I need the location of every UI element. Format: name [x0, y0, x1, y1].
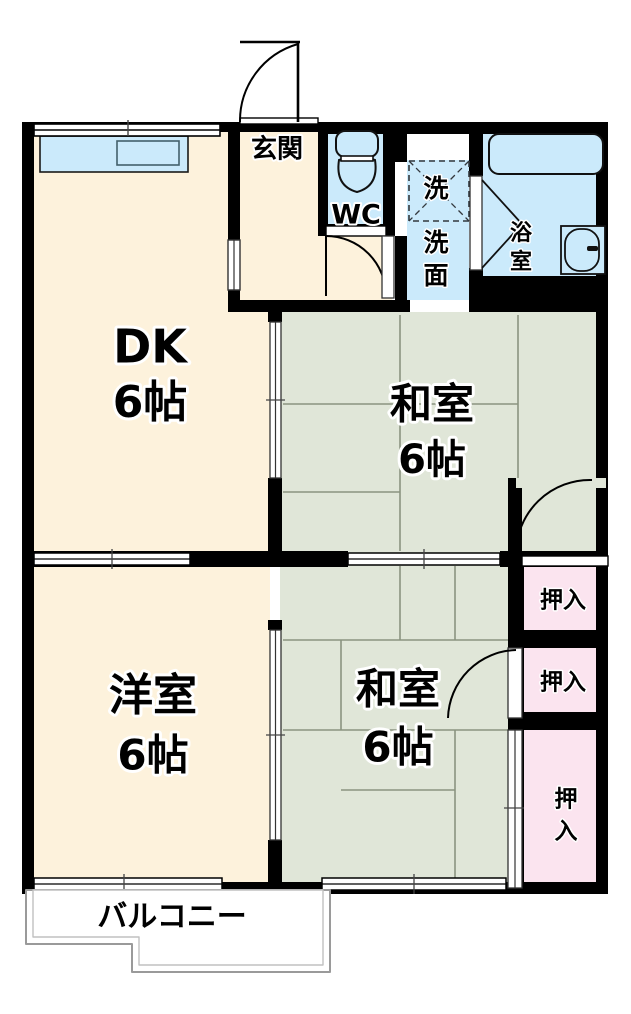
wall-youshitsu-washitsu-top [268, 620, 282, 630]
washitsu-inter-sliding-door[interactable] [347, 549, 501, 569]
bathroom-door[interactable] [469, 175, 524, 271]
youshitsu-washitsu-sliding-door[interactable] [266, 629, 285, 841]
openings [33, 40, 609, 894]
washitsu-balcony-window[interactable] [321, 874, 507, 894]
area-label-yokushitsu-2: 室 [510, 249, 532, 275]
dk-youshitsu-sliding-door[interactable] [33, 549, 191, 569]
closet-label-2: 押入 [540, 670, 586, 696]
wall-wc-right [383, 122, 395, 234]
closet-door-lower[interactable] [504, 729, 524, 889]
area-label-genkan: 玄関 [251, 134, 303, 165]
balcony [25, 889, 331, 973]
wall-outer-right [596, 122, 608, 894]
closet-fills [524, 566, 608, 888]
room-size-washitsu-upper: 6帖 [398, 437, 466, 483]
closet-label-3a: 押 [555, 787, 578, 813]
wall-outer-left [22, 122, 34, 894]
entrance-door[interactable] [238, 40, 319, 125]
wall-closet-div-1 [508, 630, 608, 648]
room-label-youshitsu: 洋室 [109, 670, 197, 721]
wall-genkan-dk-upper [228, 122, 240, 242]
oshiire-1-fill [524, 566, 608, 634]
wall-dk-washitsu-top [268, 312, 282, 322]
wall-hallway-bottom [228, 300, 410, 312]
bathtub-icon [488, 133, 604, 175]
room-size-washitsu-lower: 6帖 [362, 723, 433, 772]
oshiire-3-fill [524, 730, 608, 888]
wall-wc-left [318, 122, 328, 234]
room-size-youshitsu: 6帖 [117, 731, 188, 780]
area-label-wc: WC [331, 200, 381, 231]
area-label-balcony: バルコニー [97, 900, 246, 935]
wall-senmen-right-top [469, 132, 483, 176]
wall-closet-div-2 [508, 712, 608, 730]
room-label-dk: DK [113, 320, 189, 374]
dk-washitsu-sliding-door[interactable] [266, 321, 285, 479]
dk-window[interactable] [33, 120, 221, 137]
dk-hallway-door[interactable] [227, 239, 241, 291]
fixture-details [335, 130, 606, 275]
area-label-washer: 洗 [423, 174, 448, 203]
closet-label-3b: 入 [555, 819, 578, 845]
wall-senmen-left-top [395, 132, 407, 162]
toilet-icon [335, 130, 379, 194]
text-labels: DK 6帖 和室 6帖 洋室 6帖 和室 6帖 玄関 WC 洗 洗 面 浴 室 … [95, 132, 587, 937]
wall-dk-washitsu-mid [268, 478, 282, 554]
wc-door[interactable] [325, 225, 395, 299]
room-size-dk: 6帖 [113, 377, 188, 428]
closet-door-middle[interactable] [447, 647, 523, 719]
washing-machine-space [408, 160, 470, 222]
oshiire-2-fill [524, 648, 608, 716]
bathroom-sink-icon [560, 225, 606, 275]
room-label-washitsu-lower: 和室 [356, 665, 440, 714]
closet-door-upper[interactable] [515, 478, 609, 567]
youshitsu-balcony-window[interactable] [33, 874, 223, 894]
wall-senmen-left-bottom [395, 236, 407, 312]
wall-bath-bottom [469, 276, 608, 312]
floor-hallway [234, 236, 392, 300]
room-label-washitsu-upper: 和室 [390, 380, 474, 429]
wall-mid-horizontal-center [268, 551, 348, 567]
area-label-senmen-1: 洗 [423, 228, 448, 257]
closet-label-1: 押入 [540, 588, 586, 614]
wall-closet-left-upper [508, 478, 522, 554]
wall-youshitsu-washitsu-bottom [268, 840, 282, 888]
senmen-floor [407, 160, 469, 300]
kitchen-sink-basin [116, 140, 180, 166]
area-label-senmen-2: 面 [423, 261, 448, 290]
area-label-yokushitsu-1: 浴 [510, 221, 533, 246]
